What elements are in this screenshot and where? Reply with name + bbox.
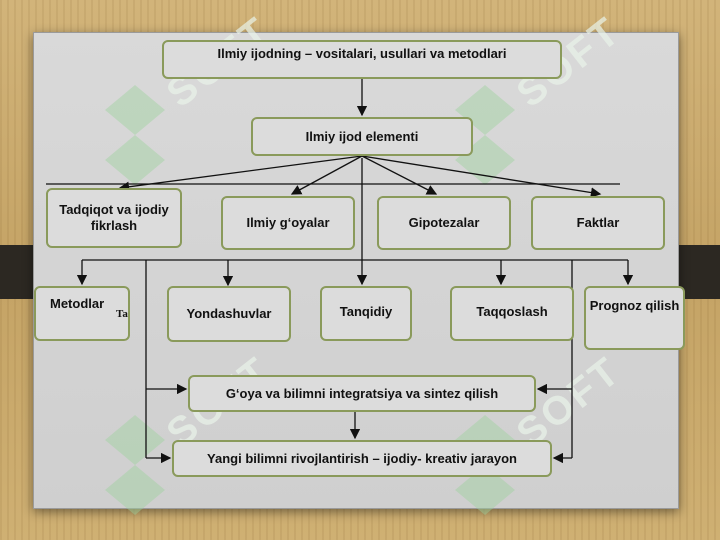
watermark-logo-icon [105,415,165,515]
integration-box: G‘oya va bilimni integratsiya va sintez … [188,375,536,412]
stray-text: Ta [116,308,128,320]
level2-box-comparison: Taqqoslash [450,286,574,341]
level2-box-critical: Tanqidiy [320,286,412,341]
level2-box-forecast: Prognoz qilish [584,286,685,350]
level1-box-research: Tadqiqot va ijodiy fikrlash [46,188,182,248]
watermark-logo-icon [455,85,515,185]
level1-box-hypotheses: Gipotezalar [377,196,511,250]
level2-box-methods: Metodlar [34,286,130,341]
level1-box-facts: Faktlar [531,196,665,250]
level2-box-approaches: Yondashuvlar [167,286,291,342]
level1-box-ideas: Ilmiy g‘oyalar [221,196,355,250]
element-box: Ilmiy ijod elementi [251,117,473,156]
title-box: Ilmiy ijodning – vositalari, usullari va… [162,40,562,79]
watermark-logo-icon [105,85,165,185]
result-box: Yangi bilimni rivojlantirish – ijodiy- k… [172,440,552,477]
